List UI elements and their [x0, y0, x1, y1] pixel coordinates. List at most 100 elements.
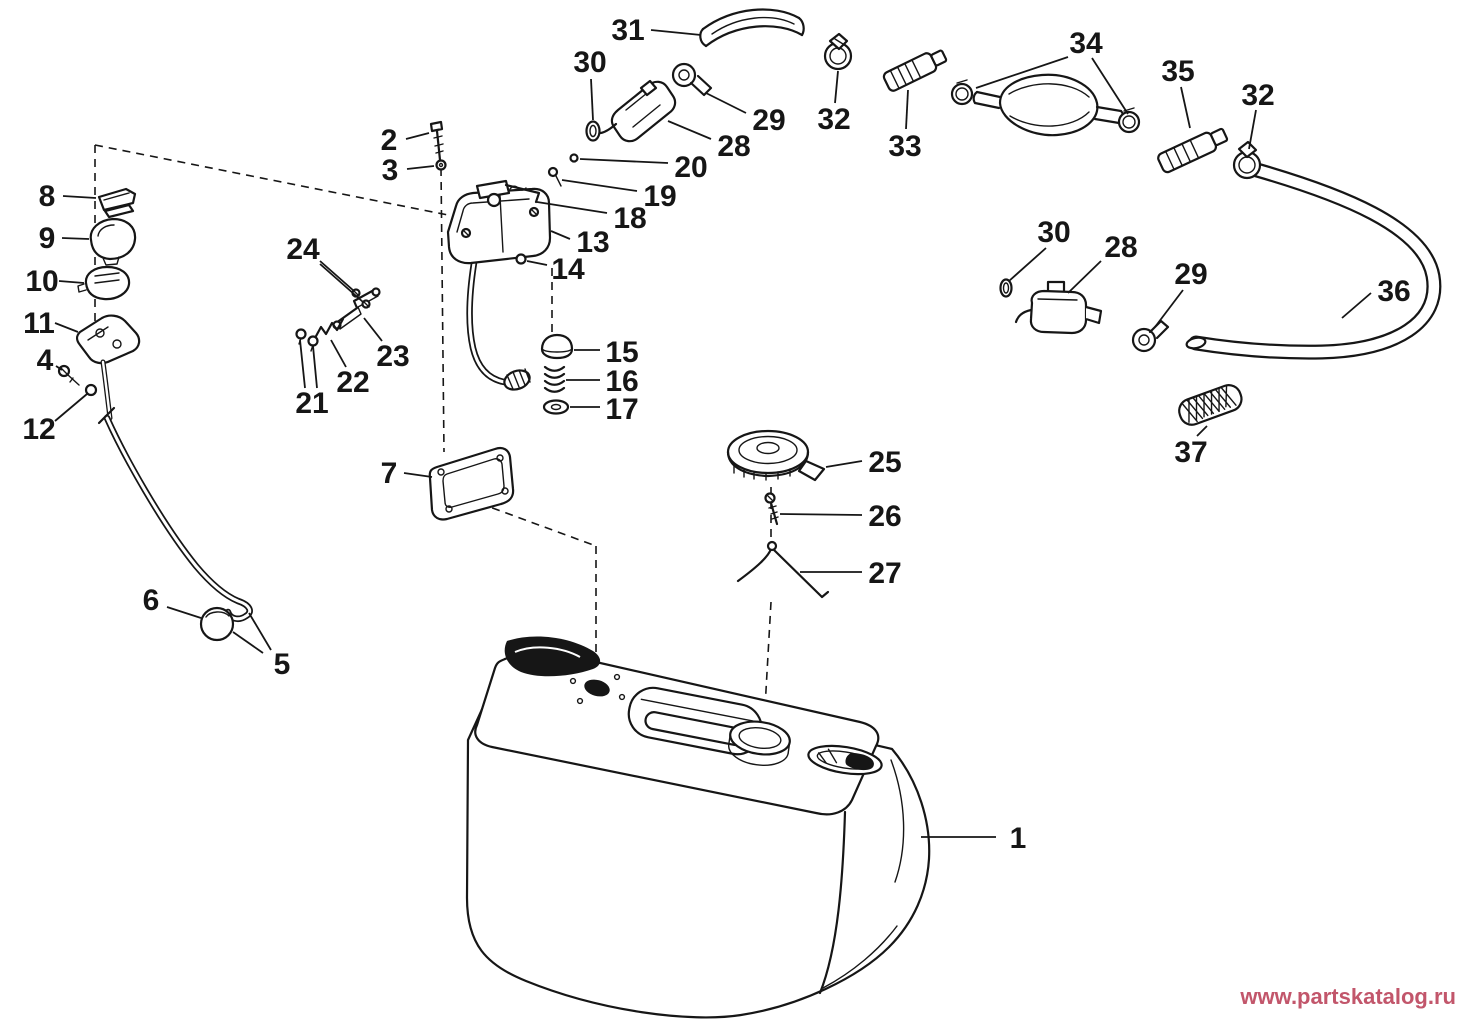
part-label-15-27: 15 [605, 336, 638, 369]
leader-line-30 [1008, 247, 1047, 282]
tank-vent-detail [807, 744, 883, 776]
leader-line-34 [975, 56, 1069, 89]
leader-line-14 [526, 260, 548, 266]
leader-line-18 [536, 201, 608, 214]
part-label-17-31: 17 [605, 393, 638, 426]
part-label-25-35: 25 [868, 446, 901, 479]
assembly-guide-lines [94, 144, 772, 709]
leader-line-3 [406, 165, 435, 170]
cap-and-gauge-parts [726, 429, 830, 599]
leader-line-35 [1180, 86, 1191, 129]
primer-bulb-group [950, 73, 1442, 426]
part-label-35-3: 35 [1161, 55, 1194, 88]
leader-line-12 [54, 393, 88, 422]
linkage-parts [295, 287, 381, 352]
right-connector-set [999, 278, 1170, 353]
leader-line-6 [166, 606, 202, 619]
leader-line-29 [705, 92, 747, 114]
fuel-tank-part-1 [465, 636, 931, 1019]
leader-line-29 [1154, 289, 1184, 328]
part-label-18-14: 18 [613, 202, 646, 235]
part-label-12-32: 12 [22, 413, 55, 446]
part-label-22-28: 22 [336, 366, 369, 399]
leader-line-33 [905, 89, 909, 130]
part-label-20-9: 20 [674, 151, 707, 184]
leader-line-21 [299, 339, 306, 389]
leader-line-2 [405, 132, 430, 140]
part-label-10-20: 10 [25, 265, 58, 298]
part-label-34-2: 34 [1069, 27, 1103, 60]
leader-line-5 [248, 612, 272, 651]
part-label-31-0: 31 [611, 14, 644, 47]
part-label-26-36: 26 [868, 500, 901, 533]
part-label-29-5: 29 [752, 104, 785, 137]
leader-line-5 [232, 631, 264, 654]
part-label-14-21: 14 [551, 253, 585, 286]
leader-line-21 [312, 345, 318, 389]
leader-line-26 [779, 513, 863, 516]
part-label-6-38: 6 [143, 584, 160, 617]
pickup-tube-parts [97, 359, 253, 642]
part-label-3-11: 3 [382, 154, 399, 187]
part-label-32-6: 32 [817, 103, 850, 136]
gasket [428, 446, 515, 521]
part-label-30-17: 30 [1037, 216, 1070, 249]
leader-line-31 [650, 29, 702, 36]
part-label-21-30: 21 [295, 387, 328, 420]
part-label-1-40: 1 [1010, 822, 1027, 855]
fuel-pump-assembly [446, 153, 579, 391]
leader-line-34 [1091, 57, 1129, 115]
leader-line-30 [590, 78, 594, 121]
leader-line-20 [579, 158, 669, 164]
tank-handle [627, 686, 763, 756]
part-label-4-25: 4 [37, 344, 54, 377]
part-label-23-26: 23 [376, 340, 409, 373]
leader-line-32 [1248, 109, 1257, 150]
part-label-24-19: 24 [286, 233, 320, 266]
tank-mounting-pad [569, 673, 626, 705]
part-label-8-13: 8 [39, 180, 56, 213]
plug-spring-washer [540, 333, 574, 415]
leader-line-9 [61, 237, 90, 240]
leader-lines [54, 29, 1372, 838]
leader-line-36 [1341, 292, 1372, 319]
part-label-16-29: 16 [605, 365, 638, 398]
leader-line-23 [363, 317, 383, 342]
part-label-36-23: 36 [1377, 275, 1410, 308]
leader-line-11 [54, 322, 79, 333]
part-label-30-1: 30 [573, 46, 606, 79]
leader-line-4 [55, 365, 63, 371]
leader-line-24 [319, 260, 355, 292]
part-label-19-12: 19 [643, 180, 676, 213]
watermark: www.partskatalog.ru [1239, 984, 1456, 1009]
part-label-29-22: 29 [1174, 258, 1207, 291]
part-label-27-37: 27 [868, 557, 901, 590]
part-label-11-24: 11 [23, 307, 55, 340]
leader-line-8 [62, 195, 97, 199]
part-label-9-15: 9 [39, 222, 56, 255]
leader-line-37 [1196, 425, 1208, 437]
part-label-37-33: 37 [1174, 436, 1207, 469]
part-label-13-16: 13 [576, 226, 609, 259]
leader-line-10 [58, 280, 85, 284]
part-label-33-8: 33 [888, 130, 921, 163]
leader-line-28 [1067, 260, 1102, 294]
part-label-5-39: 5 [274, 648, 291, 681]
leader-line-25 [825, 460, 863, 468]
part-label-28-7: 28 [717, 130, 750, 163]
screw-and-washer [429, 120, 447, 171]
leader-line-19 [561, 179, 638, 192]
tank-filler-neck [728, 720, 791, 766]
leader-line-22 [330, 339, 347, 368]
left-bracket-parts [57, 187, 141, 397]
leader-line-24 [319, 263, 364, 303]
leader-line-13 [550, 230, 571, 240]
leader-line-28 [667, 120, 712, 140]
part-label-28-18: 28 [1104, 231, 1137, 264]
part-label-2-10: 2 [381, 124, 398, 157]
part-label-7-34: 7 [381, 457, 398, 490]
leader-line-32 [834, 70, 839, 104]
